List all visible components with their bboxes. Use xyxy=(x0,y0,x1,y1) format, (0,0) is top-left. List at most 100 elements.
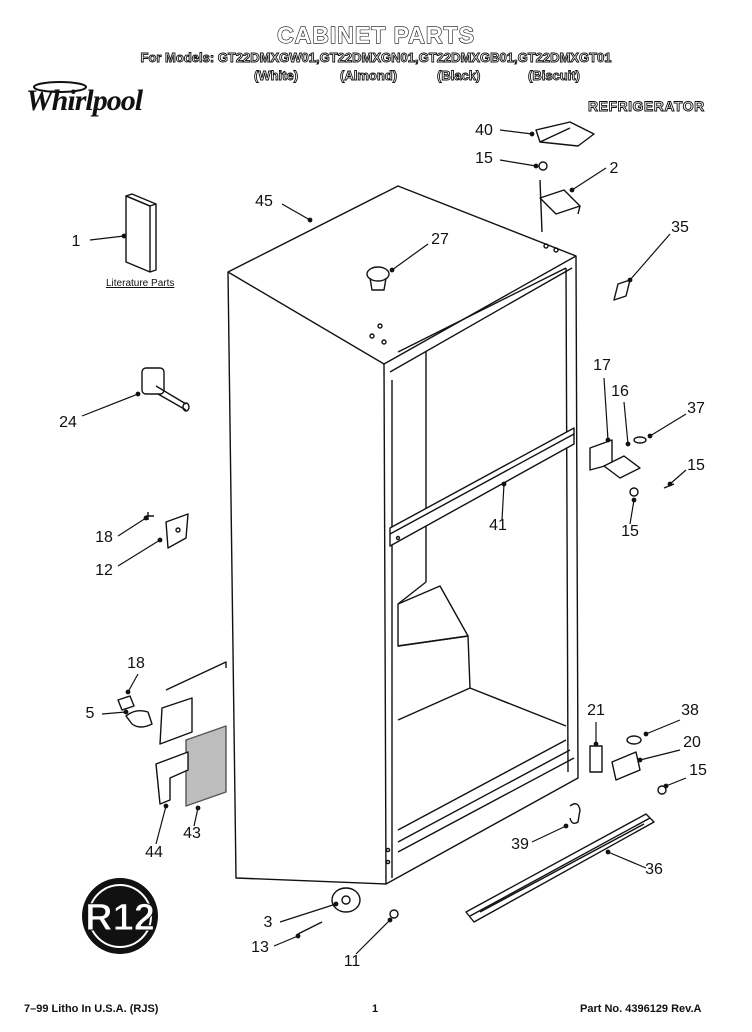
color-black: (Black) xyxy=(437,68,481,84)
leader-line xyxy=(607,851,647,869)
callout-label: 24 xyxy=(59,414,77,431)
brand-swoosh-icon xyxy=(33,81,87,93)
roller-assembly xyxy=(297,887,399,935)
callout-label: 3 xyxy=(264,914,273,931)
leader-arrowhead xyxy=(647,433,653,439)
leader-line xyxy=(279,903,337,923)
callout-label: 44 xyxy=(145,844,163,861)
literature-label: Literature Parts xyxy=(106,278,175,289)
lower-left-hinge xyxy=(117,661,227,745)
callout-label: 15 xyxy=(621,523,639,540)
callout-label: 1 xyxy=(72,233,81,250)
leader-line xyxy=(665,777,687,787)
leader-arrowhead xyxy=(533,163,539,169)
leader-arrowhead xyxy=(593,741,599,747)
bottom-hinge-bracket xyxy=(155,751,189,805)
callout-label: 39 xyxy=(511,836,529,853)
leader-arrowhead xyxy=(643,731,649,737)
leader-arrowhead xyxy=(627,277,633,283)
r12-badge: R12 xyxy=(82,878,158,954)
color-white: (White) xyxy=(254,68,299,84)
brand-logo: Whirlpool xyxy=(26,84,143,117)
middle-hinge-bracket xyxy=(146,512,189,549)
leader-line xyxy=(499,159,537,167)
callout-label: 21 xyxy=(587,702,605,719)
leader-arrowhead xyxy=(625,441,631,447)
leader-arrowhead xyxy=(387,917,393,923)
toe-grille xyxy=(465,813,655,923)
leader-line xyxy=(629,233,671,281)
leader-arrowhead xyxy=(121,233,127,239)
leader-arrowhead xyxy=(663,783,669,789)
leader-line xyxy=(649,413,687,437)
leader-arrowhead xyxy=(667,481,673,487)
footer-page-number: 1 xyxy=(372,1003,379,1015)
callout-label: 5 xyxy=(86,705,95,722)
callout-label: 15 xyxy=(475,150,493,167)
leader-arrowhead xyxy=(605,849,611,855)
leader-line xyxy=(117,517,147,537)
leader-arrowhead xyxy=(125,689,131,695)
clip xyxy=(569,803,581,825)
callout-label: 15 xyxy=(689,762,707,779)
hinge-pin-cover xyxy=(613,279,631,301)
leader-line xyxy=(391,243,429,271)
callout-label: 12 xyxy=(95,562,113,579)
leader-line xyxy=(639,749,681,761)
leader-arrowhead xyxy=(529,131,535,137)
leader-line xyxy=(273,935,299,947)
leader-line xyxy=(117,539,161,567)
leader-arrowhead xyxy=(563,823,569,829)
page-title: CABINET PARTS xyxy=(276,21,475,48)
leader-arrowhead xyxy=(605,437,611,443)
callout-label: 41 xyxy=(489,517,507,534)
callout-label: 13 xyxy=(251,939,269,956)
leader-arrowhead xyxy=(501,481,507,487)
divider-rail xyxy=(389,427,575,547)
callout-label: 43 xyxy=(183,825,201,842)
leader-arrowhead xyxy=(333,901,339,907)
callout-label: 15 xyxy=(687,457,705,474)
leader-line xyxy=(101,711,127,715)
leader-line xyxy=(571,167,607,191)
leader-arrowhead xyxy=(143,515,149,521)
leader-arrowhead xyxy=(631,497,637,503)
model-list: For Models: GT22DMXGW01,GT22DMXGN01,GT22… xyxy=(140,50,612,66)
leader-line xyxy=(501,483,505,521)
callout-label: 40 xyxy=(475,122,493,139)
leader-line xyxy=(603,377,609,441)
footer-litho: 7–99 Litho In U.S.A. (RJS) xyxy=(24,1003,159,1015)
callout-label: 18 xyxy=(95,529,113,546)
color-biscuit: (Biscuit) xyxy=(528,68,581,84)
product-type: REFRIGERATOR xyxy=(588,98,705,115)
lower-right-hinge xyxy=(589,735,667,795)
callout-label: 36 xyxy=(645,861,663,878)
leader-line xyxy=(355,919,391,955)
leader-line xyxy=(645,719,681,735)
leader-line xyxy=(499,129,533,135)
callout-label: 11 xyxy=(344,953,361,970)
callout-label: 2 xyxy=(610,160,619,177)
callout-label: 16 xyxy=(611,383,629,400)
top-hinge xyxy=(538,161,581,233)
leader-arrowhead xyxy=(123,709,129,715)
leader-arrowhead xyxy=(569,187,575,193)
leader-arrowhead xyxy=(163,803,169,809)
leader-line xyxy=(531,825,567,843)
leader-arrowhead xyxy=(195,805,201,811)
door-stop-handle xyxy=(141,367,190,412)
literature-booklet xyxy=(125,193,157,273)
callout-label: 37 xyxy=(687,400,705,417)
cabinet-shell xyxy=(227,185,579,885)
leader-line xyxy=(81,393,139,417)
top-hinge-cover xyxy=(535,121,595,147)
leader-arrowhead xyxy=(157,537,163,543)
leader-arrowhead xyxy=(307,217,313,223)
leader-line xyxy=(281,203,311,221)
callout-label: 20 xyxy=(683,734,701,751)
right-center-hinge xyxy=(589,436,675,497)
leader-line xyxy=(155,805,167,845)
callout-label: 17 xyxy=(593,357,611,374)
leader-arrowhead xyxy=(389,267,395,273)
